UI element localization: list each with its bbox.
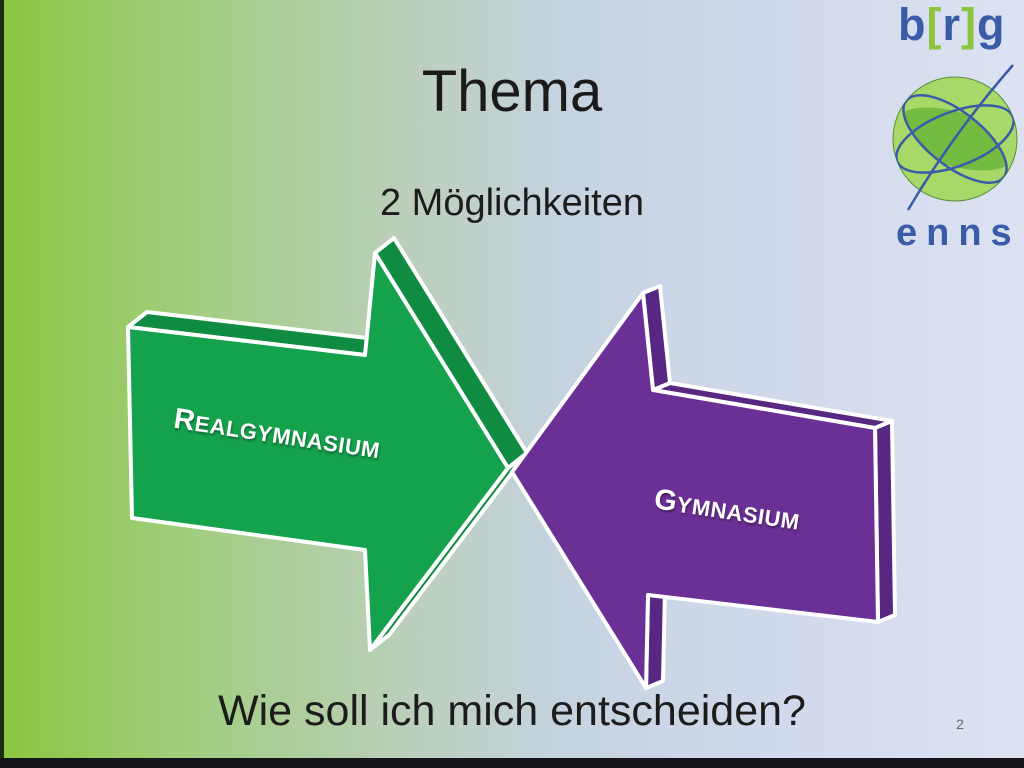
left-edge-strip: [0, 0, 4, 768]
logo-letter-b: b: [898, 0, 927, 50]
school-logo: b[r]g enns: [880, 0, 1024, 260]
globe-icon: [892, 64, 1018, 211]
logo-enns-text: enns: [896, 212, 1021, 254]
purple-arrow-face: [510, 291, 880, 690]
green-arrow: [126, 236, 529, 652]
logo-letter-r: r: [942, 0, 962, 50]
slide-question: Wie soll ich mich entscheiden?: [218, 687, 806, 735]
logo-letter-g: g: [977, 0, 1006, 50]
logo-brg-text: b[r]g: [898, 2, 1024, 47]
slide-subtitle: 2 Möglichkeiten: [379, 182, 645, 224]
logo-bracket-close: ]: [961, 0, 978, 50]
slide-title: Thema: [421, 59, 603, 124]
green-arrow-face: [126, 251, 510, 652]
purple-arrow: [510, 284, 897, 690]
logo-bracket-open: [: [926, 0, 943, 50]
page-number: 2: [956, 716, 964, 732]
bottom-bar: [0, 758, 1024, 768]
